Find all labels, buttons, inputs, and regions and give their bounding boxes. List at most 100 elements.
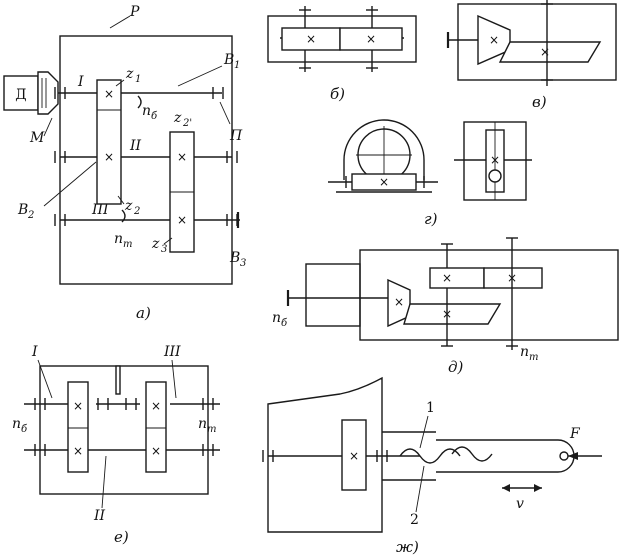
label-nb-a: n bbox=[142, 103, 151, 119]
bearings-e bbox=[34, 398, 214, 456]
label-z3-sub: 3 bbox=[161, 244, 167, 255]
housing-g-left bbox=[343, 119, 425, 180]
caption-d: д) bbox=[448, 358, 464, 376]
gear-block-left bbox=[96, 79, 122, 205]
label-nt-a: n bbox=[114, 231, 123, 247]
leader-z1 bbox=[115, 79, 125, 87]
label-e-ii: II bbox=[93, 508, 106, 524]
cross-g-side: × bbox=[490, 153, 500, 167]
label-e-i: I bbox=[31, 344, 38, 360]
cross-zh: × bbox=[349, 449, 359, 463]
label-z3: z bbox=[151, 236, 160, 252]
label-nt-e: n bbox=[198, 416, 207, 432]
support-e bbox=[115, 365, 121, 395]
bevel-wheel-v bbox=[498, 41, 602, 63]
label-b2: B bbox=[17, 202, 28, 218]
motor-box bbox=[3, 75, 39, 111]
leader-b2 bbox=[43, 161, 97, 207]
gear-b-right bbox=[339, 27, 403, 51]
bearings-zh bbox=[262, 450, 388, 462]
scheme-a: P Д M I II III × × bbox=[3, 4, 246, 322]
housing-d bbox=[359, 249, 619, 341]
bearings-v bbox=[541, 3, 553, 81]
cross-e-4: × bbox=[151, 444, 161, 458]
scheme-e: × × × × I III II n б n т е) bbox=[12, 344, 220, 546]
label-motor: Д bbox=[15, 87, 26, 103]
label-2: 2 bbox=[410, 512, 419, 528]
label-z2p: z bbox=[173, 110, 182, 126]
label-nb-d: n bbox=[272, 310, 281, 326]
housing-e bbox=[39, 365, 209, 495]
label-nt-d: n bbox=[520, 344, 529, 360]
leader-m bbox=[43, 117, 53, 137]
cross-z3: × bbox=[177, 213, 187, 227]
label-nb-e: n bbox=[12, 416, 21, 432]
leader-b1 bbox=[177, 65, 223, 87]
label-b2-sub: 2 bbox=[27, 210, 34, 221]
cross-v-2: × bbox=[540, 45, 550, 59]
label-b1-sub: 1 bbox=[234, 60, 240, 71]
label-nb-d-sub: б bbox=[281, 318, 288, 329]
label-z2: z bbox=[124, 198, 133, 214]
rotation-arc-nt bbox=[121, 209, 126, 223]
label-z1-sub: 1 bbox=[135, 74, 141, 85]
motor-flange bbox=[37, 71, 59, 115]
caption-zh: ж) bbox=[396, 538, 419, 556]
label-pi: П bbox=[229, 128, 243, 144]
cross-d-3: × bbox=[442, 271, 452, 285]
pin-zh bbox=[559, 451, 569, 461]
bearings-d bbox=[441, 237, 518, 347]
label-m: M bbox=[29, 130, 45, 146]
cross-z2: × bbox=[104, 150, 114, 164]
cross-b-1: × bbox=[306, 32, 316, 46]
cross-v-1: × bbox=[489, 33, 499, 47]
leader-1 bbox=[419, 415, 429, 449]
cross-e-2: × bbox=[73, 444, 83, 458]
force-arrow-zh bbox=[568, 452, 578, 460]
gear-d-top-right bbox=[483, 267, 543, 289]
label-b3: B bbox=[229, 250, 240, 266]
cross-z2p: × bbox=[177, 150, 187, 164]
label-z2-sub: 2 bbox=[133, 206, 140, 217]
motor-block-d bbox=[305, 263, 361, 327]
cross-z1: × bbox=[104, 87, 114, 101]
gear-zh bbox=[341, 419, 367, 491]
gear-e-left bbox=[67, 381, 89, 473]
label-nb-a-sub: б bbox=[151, 111, 158, 122]
gear-d-top-left bbox=[429, 267, 485, 289]
rotation-arc-nb bbox=[137, 95, 142, 109]
leader-e-iii bbox=[171, 359, 177, 399]
label-z2p-sub: 2' bbox=[182, 118, 192, 129]
scheme-g: × × г) bbox=[328, 119, 532, 228]
label-nt-d-sub: т bbox=[529, 352, 538, 363]
cross-g: × bbox=[379, 175, 389, 189]
label-e-iii: III bbox=[163, 344, 181, 360]
caption-a: а) bbox=[136, 304, 151, 322]
label-shaft-i: I bbox=[77, 74, 84, 90]
scheme-b: × × б) bbox=[267, 6, 417, 103]
scheme-zh: × F 1 2 v ж) bbox=[262, 376, 602, 556]
gear-e-right bbox=[145, 381, 167, 473]
label-p: P bbox=[129, 4, 140, 20]
caption-e: е) bbox=[114, 528, 129, 546]
caption-v: в) bbox=[532, 93, 547, 111]
leader-p bbox=[109, 15, 131, 29]
spring-zh-2 bbox=[451, 446, 493, 462]
motion-arrow-right bbox=[534, 484, 542, 492]
worm-g-side bbox=[488, 169, 502, 183]
label-f: F bbox=[569, 426, 581, 442]
housing-b bbox=[267, 15, 417, 63]
housing-a bbox=[59, 35, 233, 285]
scheme-d: × × × × n б n т д) bbox=[272, 237, 619, 376]
leader-pi bbox=[219, 101, 231, 125]
label-nt-a-sub: т bbox=[123, 239, 132, 250]
bearings-g bbox=[345, 176, 425, 188]
label-nt-e-sub: т bbox=[207, 424, 216, 435]
bevel-wheel-d bbox=[403, 303, 502, 325]
cross-e-1: × bbox=[73, 399, 83, 413]
caption-b: б) bbox=[330, 85, 345, 103]
label-shaft-iii: III bbox=[91, 202, 109, 218]
label-nb-e-sub: б bbox=[21, 424, 28, 435]
leader-z3 bbox=[163, 237, 173, 245]
